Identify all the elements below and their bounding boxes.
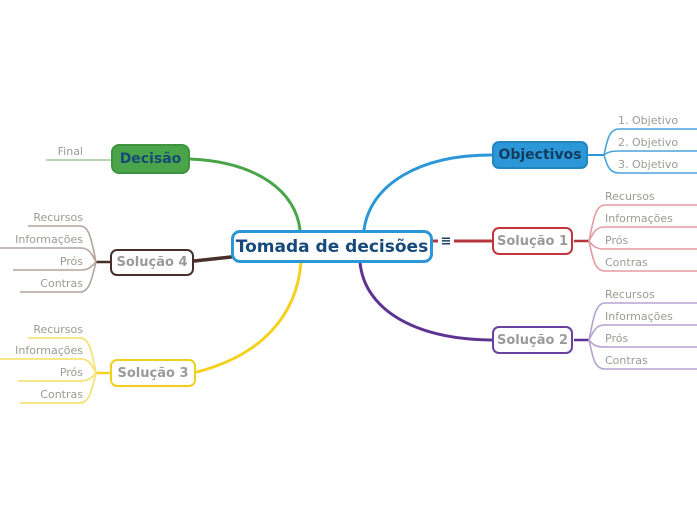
- leaf-solucao4-recursos[interactable]: Recursos: [33, 211, 83, 224]
- solucao1-leaf-line-3: [588, 240, 697, 250]
- leaf-solucao1-recursos[interactable]: Recursos: [605, 190, 655, 203]
- branch-objectivos-line: [362, 153, 493, 232]
- hamburger-icon[interactable]: ≡: [438, 233, 454, 249]
- solucao2-leaf-line-3: [588, 339, 697, 348]
- leaf-solucao4-contras[interactable]: Contras: [40, 277, 83, 290]
- leaf-objectivo-2[interactable]: 2. Objetivo: [618, 136, 679, 149]
- branch-solucao4-line: [192, 255, 233, 263]
- leaf-solucao3-informacoes[interactable]: Informações: [15, 344, 83, 357]
- objectivos-leaf-line-2: [603, 150, 697, 156]
- solucao1-leaf-line-2: [588, 226, 697, 242]
- leaf-solucao4-informacoes[interactable]: Informações: [15, 233, 83, 246]
- solucao4-leaf-line-4: [20, 261, 97, 293]
- branch-node-solucao1[interactable]: Solução 1: [492, 227, 573, 255]
- leaf-solucao1-informacoes[interactable]: Informações: [605, 212, 673, 225]
- solucao3-leaf-line-1: [28, 337, 97, 374]
- central-topic-node[interactable]: Tomada de decisões: [231, 230, 433, 263]
- solucao3-leaf-line-4: [20, 372, 97, 404]
- leaf-solucao1-contras[interactable]: Contras: [605, 256, 648, 269]
- branch-solucao2-line: [358, 260, 493, 342]
- solucao1-leaf-line-4: [588, 240, 697, 272]
- leaf-objectivo-3[interactable]: 3. Objetivo: [618, 158, 679, 171]
- objectivos-leaf-line-3: [603, 154, 697, 174]
- solucao2-leaf-line-4: [588, 339, 697, 370]
- leaf-objectivo-1[interactable]: 1. Objetivo: [618, 114, 679, 127]
- branch-node-decisao[interactable]: Decisão: [111, 144, 190, 174]
- branch-solucao3-line: [195, 260, 303, 374]
- solucao4-leaf-line-2: [0, 247, 97, 263]
- leaf-decisao-final[interactable]: Final: [57, 145, 83, 158]
- solucao1-leaf-line-1: [588, 204, 697, 242]
- branch-node-solucao4[interactable]: Solução 4: [110, 249, 194, 276]
- leaf-solucao2-pros[interactable]: Prós: [605, 332, 629, 345]
- leaf-solucao2-contras[interactable]: Contras: [605, 354, 648, 367]
- solucao2-leaf-line-1: [588, 302, 697, 341]
- leaf-solucao4-pros[interactable]: Prós: [59, 255, 83, 268]
- branch-node-solucao3[interactable]: Solução 3: [110, 359, 196, 387]
- leaf-solucao2-recursos[interactable]: Recursos: [605, 288, 655, 301]
- branch-node-solucao2[interactable]: Solução 2: [492, 326, 573, 354]
- leaf-solucao3-pros[interactable]: Prós: [59, 366, 83, 379]
- branch-decisao-line: [188, 157, 302, 232]
- solucao3-leaf-line-2: [0, 358, 97, 374]
- solucao4-leaf-line-3: [13, 261, 97, 271]
- objectivos-leaf-line-1: [603, 128, 697, 156]
- leaf-solucao2-informacoes[interactable]: Informações: [605, 310, 673, 323]
- leaf-solucao3-recursos[interactable]: Recursos: [33, 323, 83, 336]
- solucao4-leaf-line-1: [28, 225, 97, 263]
- leaf-solucao1-pros[interactable]: Prós: [605, 234, 629, 247]
- solucao2-leaf-line-2: [588, 324, 697, 341]
- branch-node-objectivos[interactable]: Objectivos: [492, 141, 588, 169]
- leaf-solucao3-contras[interactable]: Contras: [40, 388, 83, 401]
